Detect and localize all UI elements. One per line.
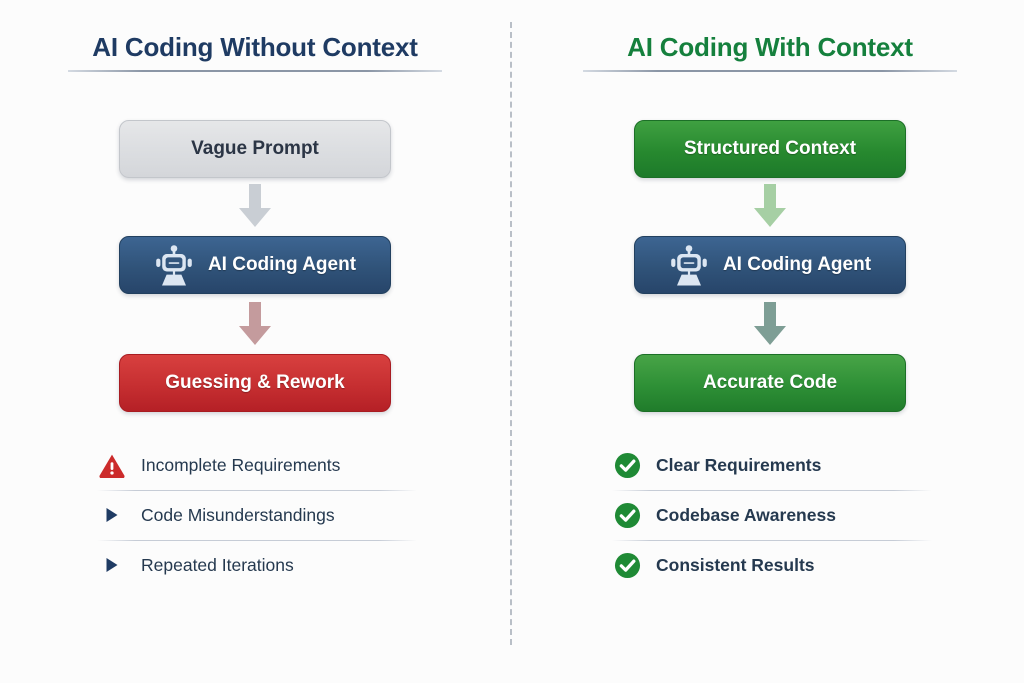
flow-box-ai-coding-agent-right[interactable]: AI Coding Agent <box>634 236 906 294</box>
list-item-label: Incomplete Requirements <box>141 454 341 475</box>
list-item[interactable]: Clear Requirements <box>612 440 932 490</box>
arrow-down-light-green <box>753 184 787 228</box>
flow-box-label: Vague Prompt <box>191 138 319 159</box>
list-item-label: Clear Requirements <box>656 454 822 475</box>
list-item[interactable]: Incomplete Requirements <box>97 440 417 490</box>
check-circle-icon <box>612 500 642 530</box>
robot-icon <box>669 244 709 286</box>
flow-box-label: AI Coding Agent <box>207 254 357 275</box>
title-underline-left <box>68 70 442 72</box>
flow-box-label: Guessing & Rework <box>165 372 345 393</box>
column-without-context: AI Coding Without Context Vague Prompt <box>35 0 475 683</box>
check-circle-icon <box>612 450 642 480</box>
flow-box-accurate-code[interactable]: Accurate Code <box>634 354 906 412</box>
triangle-bullet-icon <box>97 500 127 530</box>
flow-box-label: Accurate Code <box>702 372 838 393</box>
list-item-label: Codebase Awareness <box>656 504 836 525</box>
list-item[interactable]: Code Misunderstandings <box>97 490 417 540</box>
flow-box-ai-coding-agent-left[interactable]: AI Coding Agent <box>119 236 391 294</box>
flow-box-label: Structured Context <box>683 138 857 159</box>
page-title-with-context: AI Coding With Context <box>627 32 913 62</box>
arrow-down-rose <box>238 302 272 346</box>
flow-box-guessing-and-rework[interactable]: Guessing & Rework <box>119 354 391 412</box>
flow-box-vague-prompt[interactable]: Vague Prompt <box>119 120 391 178</box>
column-with-context: AI Coding With Context Structured Contex… <box>550 0 990 683</box>
list-item-label: Repeated Iterations <box>141 554 294 575</box>
benefit-list: Clear Requirements Codebase Awareness <box>612 440 932 590</box>
list-item[interactable]: Repeated Iterations <box>97 540 417 590</box>
page-title-without-context: AI Coding Without Context <box>92 32 418 62</box>
list-item-label: Code Misunderstandings <box>141 504 335 525</box>
flow-box-label: AI Coding Agent <box>722 254 872 275</box>
check-circle-icon <box>612 550 642 580</box>
center-dashed-divider <box>510 22 512 645</box>
problem-list: Incomplete Requirements Code Misundersta… <box>97 440 417 590</box>
robot-icon <box>154 244 194 286</box>
triangle-bullet-icon <box>97 550 127 580</box>
list-item[interactable]: Codebase Awareness <box>612 490 932 540</box>
list-item[interactable]: Consistent Results <box>612 540 932 590</box>
arrow-down-teal-green <box>753 302 787 346</box>
flow-box-structured-context[interactable]: Structured Context <box>634 120 906 178</box>
list-item-label: Consistent Results <box>656 554 815 575</box>
arrow-down-grey <box>238 184 272 228</box>
warning-triangle-icon <box>97 450 127 480</box>
title-underline-right <box>583 70 957 72</box>
